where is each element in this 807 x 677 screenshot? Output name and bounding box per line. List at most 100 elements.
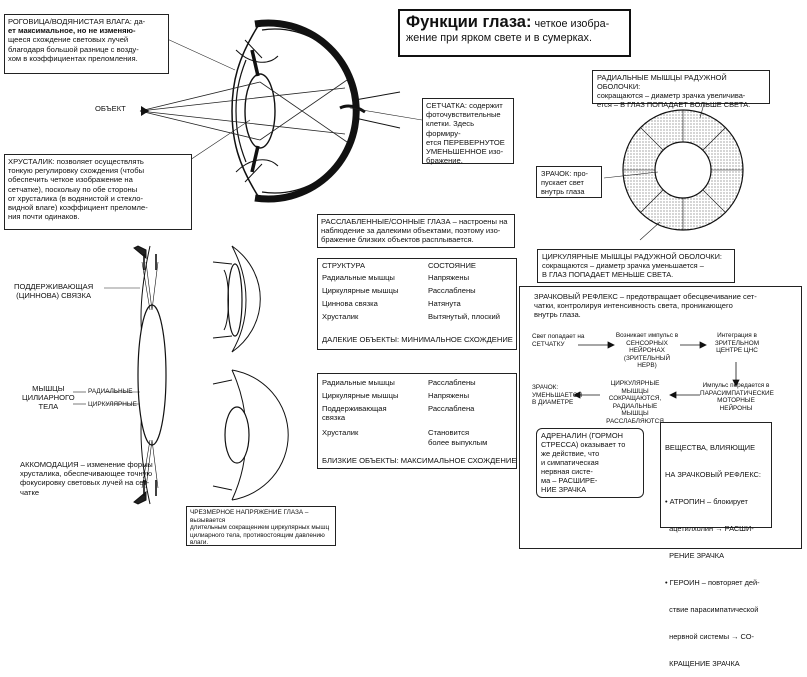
cornea-line-1: РОГОВИЦА/ВОДЯНИСТАЯ ВЛАГА: да- — [8, 17, 146, 26]
near-row2-b: Напряжены — [428, 391, 470, 400]
reflex-line-3: внутрь глаза. — [534, 310, 581, 320]
accommodation-line-2: хрусталика, обеспечивающее точную — [20, 469, 153, 479]
flow-impulse: Возникает импульс в СЕНСОРНЫХ НЕЙРОНАХ (… — [614, 332, 680, 370]
relaxed-line-3: бражение близких объектов расплывается. — [321, 235, 474, 245]
reflex-text: ЗРАЧКОВЫЙ РЕФЛЕКС – предотвращает обесцв… — [534, 292, 796, 320]
far-row3-b: Натянута — [428, 299, 461, 308]
eye-strain-box: ЧРЕЗМЕРНОЕ НАПРЯЖЕНИЕ ГЛАЗА – вызывается… — [186, 506, 336, 546]
cornea-line-2: ет максимальное, но не изменяю- — [8, 26, 136, 36]
lens-near-diagram — [212, 369, 289, 501]
lens-far-diagram — [212, 245, 261, 353]
flow-impulse-2: СЕНСОРНЫХ НЕЙРОНАХ — [626, 339, 668, 355]
near-row4-a: связка — [322, 413, 346, 422]
relaxed-eyes-box: РАССЛАБЛЕННЫЕ/СОННЫЕ ГЛАЗА – настроены н… — [317, 214, 515, 248]
reflex-line-1: ЗРАЧКОВЫЙ РЕФЛЕКС – предотвращает обесцв… — [534, 292, 757, 301]
adrenaline-line-2: СТРЕССА) оказывает то — [541, 440, 626, 449]
far-row1-a: Радиальные мышцы — [322, 273, 395, 282]
adrenaline-line-1: АДРЕНАЛИН (ГОРМОН — [541, 431, 623, 440]
retina-line-4: ется ПЕРЕВЕРНУТОЕ — [426, 137, 505, 147]
title-sub: четкое изобра- — [531, 18, 610, 30]
iris-diagram — [622, 109, 744, 231]
retina-line-3: клетки. Здесь формиру- — [426, 119, 475, 138]
radial-small-label: РАДИАЛЬНЫЕ — [88, 388, 133, 395]
near-row2-a: Циркулярные мышцы — [322, 391, 399, 400]
lens-line-3: обеспечить четкое изображение на — [8, 175, 133, 185]
far-row2-b: Расслаблены — [428, 286, 476, 295]
flow-integration: Интеграция в ЗРИТЕЛЬНОМ ЦЕНТРЕ ЦНС — [706, 332, 768, 355]
flow-parasym-3: МОТОРНЫЕ НЕЙРОНЫ — [717, 397, 755, 412]
cornea-line-3: щееся схождение световых лучей — [8, 35, 129, 45]
circular-iris-line-1: ЦИРКУЛЯРНЫЕ МЫШЦЫ РАДУЖНОЙ ОБОЛОЧКИ: — [542, 252, 722, 261]
ciliary-label-1: МЫШЦЫ — [32, 384, 65, 393]
strain-line-1: ЧРЕЗМЕРНОЕ НАПРЯЖЕНИЕ ГЛАЗА – вызывается — [190, 509, 309, 524]
radial-iris-line-3: ется – В ГЛАЗ ПОПАДАЕТ БОЛЬШЕ СВЕТА. — [597, 100, 751, 109]
flow-integration-1: Интеграция в — [717, 332, 757, 339]
near-row5-a: Хрусталик — [322, 428, 359, 437]
flow-circular-2: СОКРАЩАЮТСЯ, — [608, 395, 662, 403]
lens-ligament-diagram — [133, 245, 167, 505]
flow-circular-3: РАДИАЛЬНЫЕ МЫШЦЫ — [612, 402, 658, 418]
flow-integration-3: ЦЕНТРЕ ЦНС — [716, 347, 758, 355]
cornea-line-4: благодаря большой разнице с возду- — [8, 44, 139, 54]
substances-line-7: ствие парасимпатической — [665, 605, 759, 614]
main-leaders — [164, 37, 423, 161]
lens-line-7: ния почти одинаков. — [8, 212, 80, 222]
retina-line-1: СЕТЧАТКА: содержит — [426, 101, 503, 110]
flow-parasym: Импульс передается в ПАРАСИМПАТИЧЕСКИЕ М… — [700, 382, 774, 412]
object-label: ОБЪЕКТ — [95, 104, 126, 113]
far-row4-b: Вытянутый, плоский — [428, 312, 500, 321]
substances-line-4: ацетилхолин → РАСШИ- — [665, 524, 754, 533]
flow-parasym-1: Импульс передается в — [702, 382, 770, 389]
eye-cross-section — [231, 19, 401, 203]
flow-light: Свет попадает на СЕТЧАТКУ — [532, 333, 584, 348]
far-objects-table: СТРУКТУРА СОСТОЯНИЕ Радиальные мышцы Нап… — [317, 258, 517, 350]
flow-parasym-2: ПАРАСИМПАТИЧЕСКИЕ — [700, 389, 774, 397]
circular-iris-line-2: сокращаются – диаметр зрачка уменьшается… — [542, 261, 704, 270]
lens-leaders — [73, 287, 140, 405]
reflex-frame — [519, 286, 802, 549]
substances-line-6: • ГЕРОИН – повторяет дей- — [665, 578, 760, 587]
near-row1-a: Радиальные мышцы — [322, 378, 395, 387]
flow-circular: ЦИРКУЛЯРНЫЕ МЫШЦЫ СОКРАЩАЮТСЯ, РАДИАЛЬНЫ… — [600, 380, 670, 426]
flow-pupil-down: ЗРАЧОК: УМЕНЬШАЕТСЯ В ДИАМЕТРЕ — [532, 384, 582, 407]
circular-iris-box: ЦИРКУЛЯРНЫЕ МЫШЦЫ РАДУЖНОЙ ОБОЛОЧКИ: сок… — [537, 249, 735, 283]
flow-circular-1: ЦИРКУЛЯРНЫЕ МЫШЦЫ — [610, 380, 660, 395]
lens-box: ХРУСТАЛИК: позволяет осуществлять тонкую… — [4, 154, 192, 230]
title-main: Функции глаза: — [406, 13, 532, 31]
pupil-box: ЗРАЧОК: про- пускает свет внутрь глаза — [536, 166, 602, 198]
retina-line-2: фоточувствительные — [426, 110, 501, 120]
reflex-line-2: чатки, контролируя интенсивность света, … — [534, 301, 733, 311]
adrenaline-line-7: НИЕ ЗРАЧКА — [541, 485, 587, 494]
lens-line-2: тонкую регулировку схождения (чтобы — [8, 166, 145, 176]
far-row2-a: Циркулярные мышцы — [322, 286, 399, 295]
accommodation-line-1: АККОМОДАЦИЯ – изменение формы — [20, 460, 153, 469]
reflex-arrows — [573, 341, 740, 399]
flow-integration-2: ЗРИТЕЛЬНОМ — [714, 339, 760, 347]
flow-pupil-2: УМЕНЬШАЕТСЯ — [532, 391, 582, 399]
ligament-label-2: (ЦИННОВА) СВЯЗКА — [16, 291, 92, 301]
far-col-structure: СТРУКТУРА — [322, 261, 366, 270]
strain-line-4: влаги. — [190, 539, 209, 547]
flow-pupil-3: В ДИАМЕТРЕ — [532, 399, 574, 407]
accommodation-line-4: чатке — [20, 487, 40, 497]
adrenaline-line-5: нервная систе- — [541, 467, 593, 476]
ciliary-label: МЫШЦЫ ЦИЛИАРНОГО ТЕЛА — [22, 384, 75, 412]
retina-line-5: УМЕНЬШЕННОЕ изо- — [426, 147, 504, 157]
adrenaline-line-4: и симпатическая — [541, 458, 599, 467]
ciliary-label-3: ТЕЛА — [38, 402, 59, 412]
near-row5-b: Становится — [428, 428, 470, 437]
substances-line-3: • АТРОПИН – блокирует — [665, 497, 748, 506]
flow-light-2: СЕТЧАТКУ — [532, 340, 565, 348]
lens-line-1: ХРУСТАЛИК: позволяет осуществлять — [8, 157, 144, 166]
radial-iris-box: РАДИАЛЬНЫЕ МЫШЦЫ РАДУЖНОЙ ОБОЛОЧКИ: сокр… — [592, 70, 770, 109]
retina-line-6: бражение. — [426, 156, 463, 166]
light-rays — [139, 79, 348, 143]
near-row3-a: Поддерживающая — [322, 404, 387, 413]
substances-line-5: РЕНИЕ ЗРАЧКА — [665, 551, 725, 560]
far-col-state: СОСТОЯНИЕ — [428, 261, 476, 270]
pupil-line-3: внутрь глаза — [541, 187, 585, 196]
ciliary-label-2: ЦИЛИАРНОГО — [22, 393, 75, 403]
circular-small-label: ЦИРКУЛЯРНЫЕ — [88, 401, 137, 408]
substances-line-8: нервной системы → СО- — [665, 632, 754, 641]
near-row6-b: более выпуклым — [428, 438, 488, 447]
